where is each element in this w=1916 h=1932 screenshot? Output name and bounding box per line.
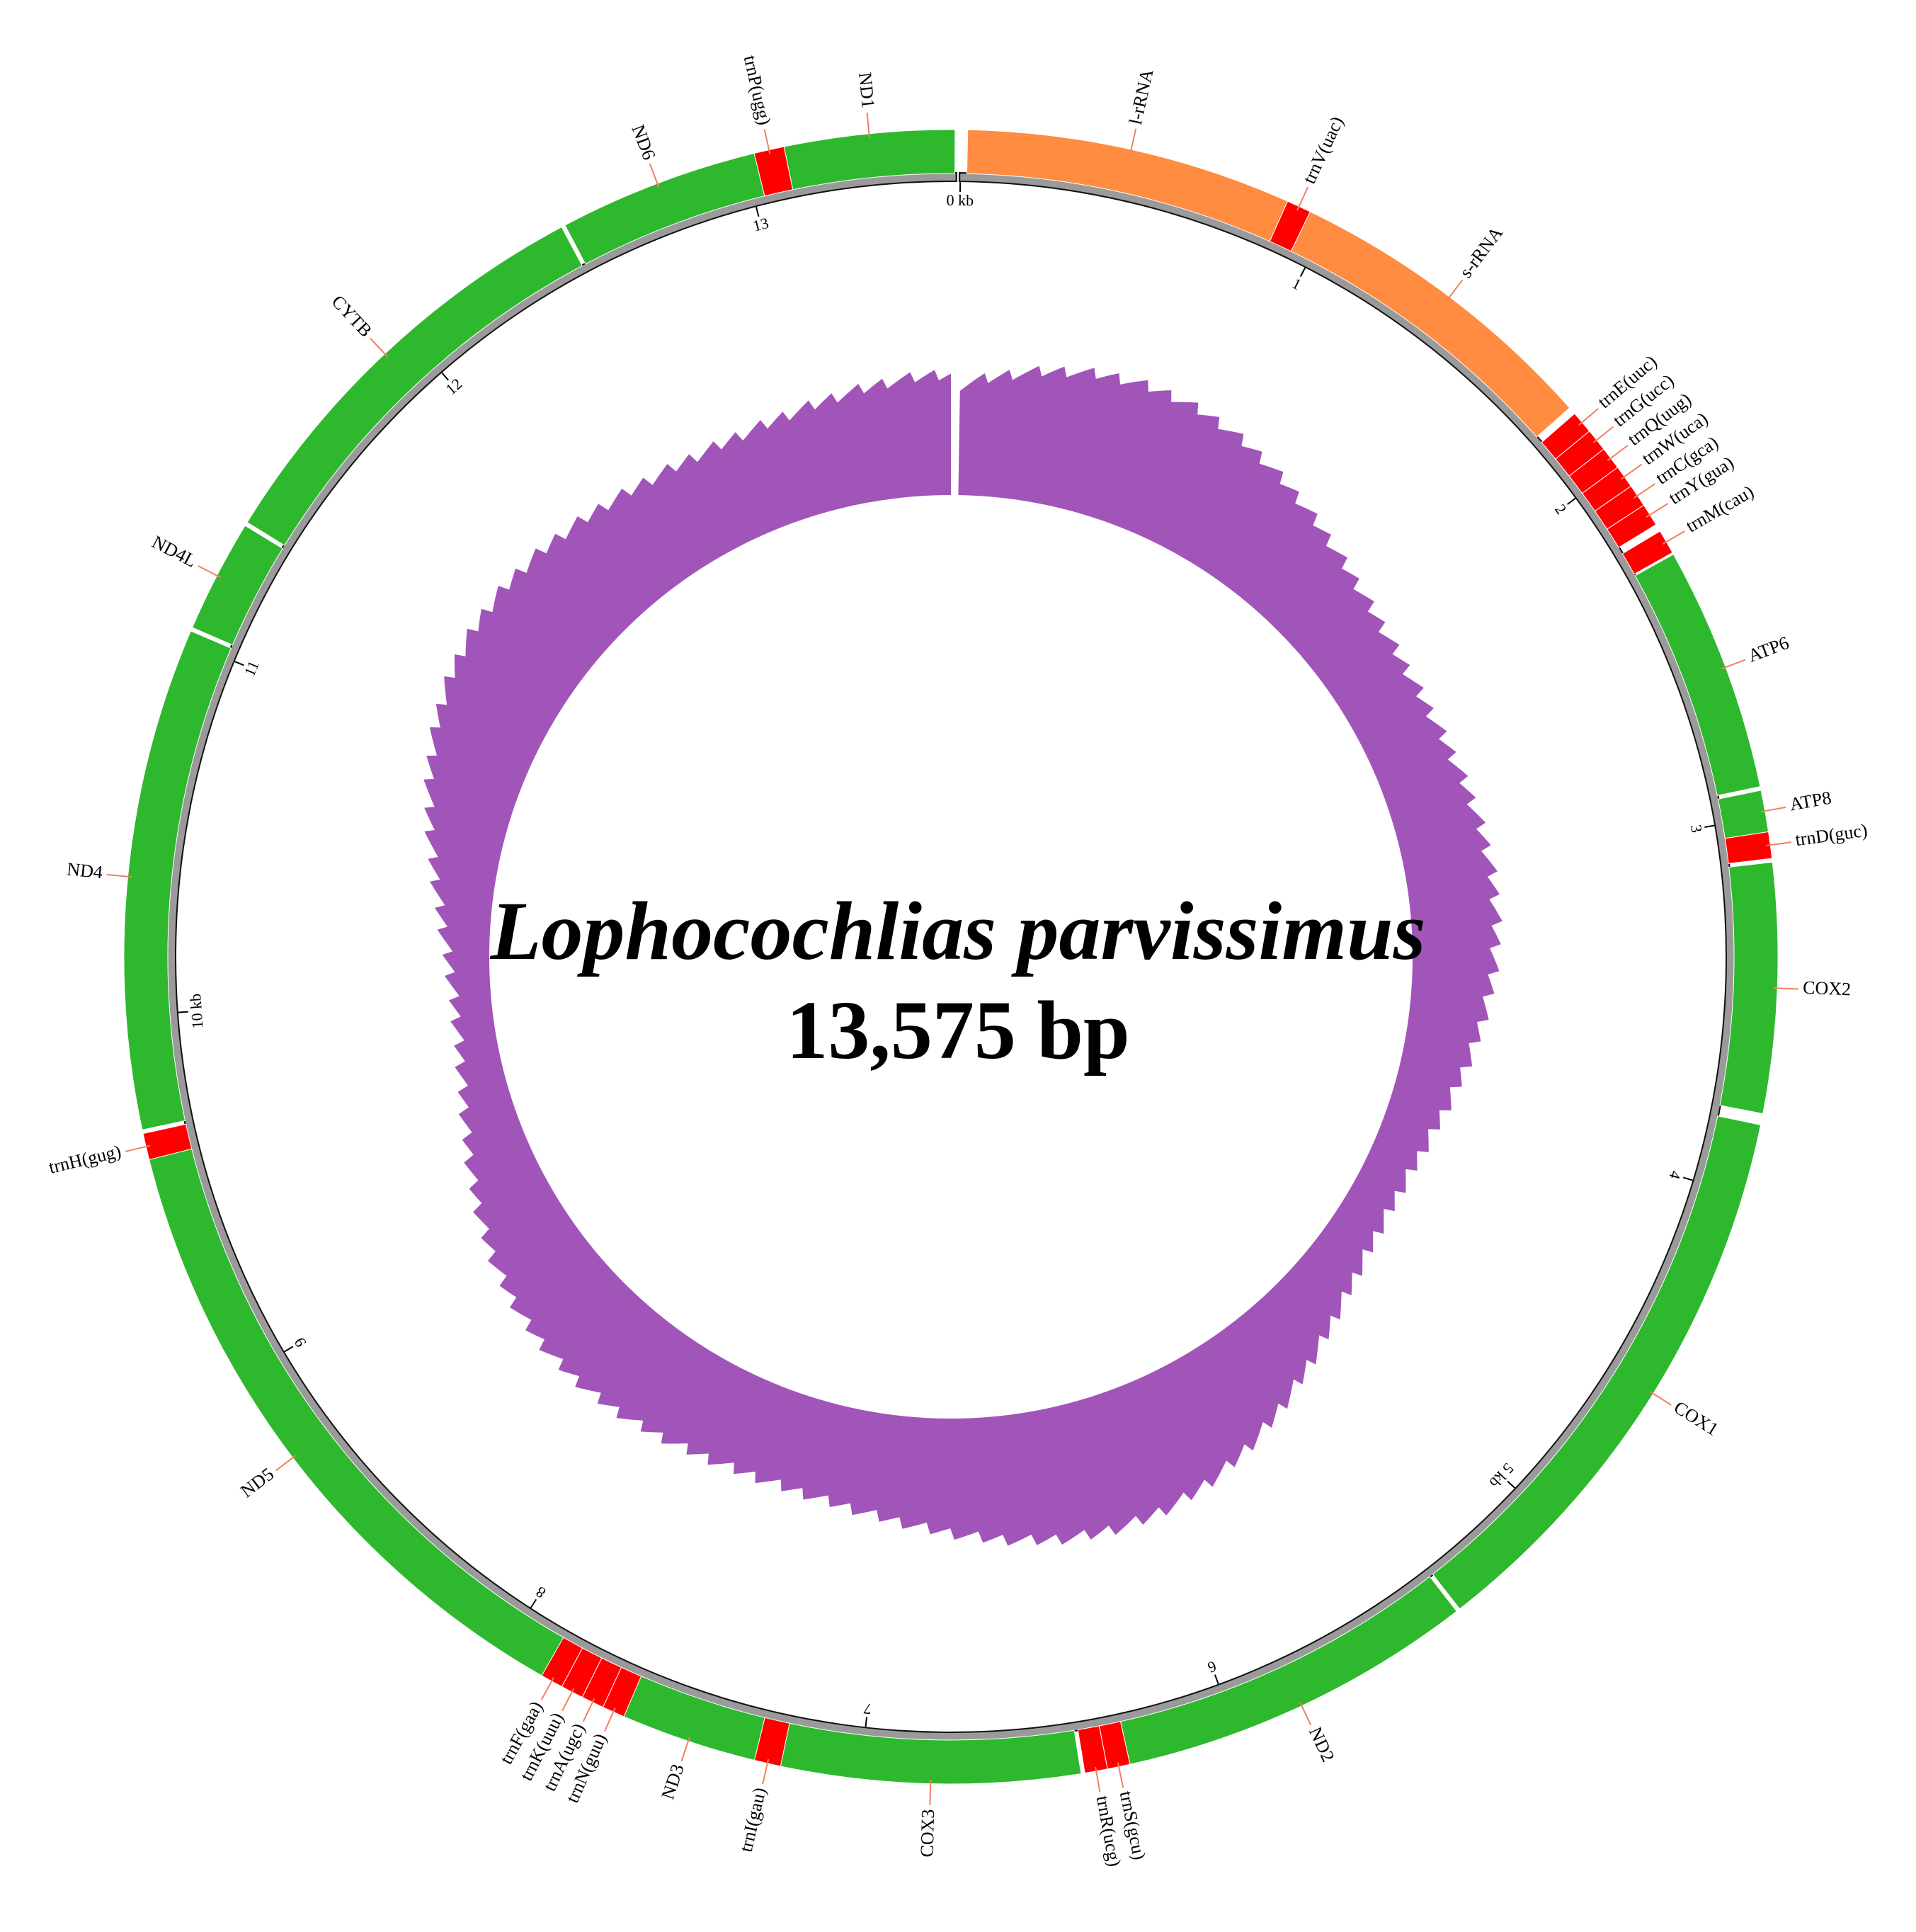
tick-label: 6 <box>1205 1657 1219 1676</box>
label-leader <box>275 1454 297 1472</box>
genome-size: 13,575 bp <box>786 984 1130 1076</box>
tick-label: 0 kb <box>946 191 974 209</box>
label-leader <box>1095 1766 1101 1792</box>
label-leader <box>540 1677 554 1700</box>
tick-label: 4 <box>1665 1169 1684 1181</box>
label-leader <box>1760 806 1786 813</box>
tick-mark <box>530 1598 537 1608</box>
label-leader <box>1620 463 1643 480</box>
label-leader <box>1646 503 1669 518</box>
feature-label: trnD(guc) <box>1794 820 1869 851</box>
label-leader <box>125 1144 151 1152</box>
label-leader <box>1773 987 1799 990</box>
feature-cox1 <box>1432 1115 1762 1610</box>
tick-mark <box>1704 824 1715 829</box>
tick-mark <box>234 661 244 666</box>
label-leader <box>1578 408 1599 426</box>
label-leader <box>1117 1762 1124 1788</box>
label-leader <box>370 338 389 358</box>
label-leader <box>1129 128 1137 154</box>
tick-label: 11 <box>241 658 263 678</box>
label-leader <box>1607 445 1629 462</box>
tick-label: 2 <box>1551 501 1570 518</box>
feature-trny-gua <box>1606 504 1657 548</box>
feature-nd4 <box>123 630 232 1130</box>
label-leader <box>1662 530 1685 545</box>
feature-label: COX3 <box>917 1809 939 1858</box>
feature-label: trnH(gug) <box>47 1141 123 1178</box>
label-leader <box>604 1707 616 1732</box>
tick-mark <box>178 1011 188 1013</box>
species-name: Lophocochlias parvissimus <box>490 885 1426 977</box>
feature-label: trnV(uac) <box>1299 113 1347 187</box>
title-block: Lophocochlias parvissimus 13,575 bp <box>0 882 1916 1080</box>
tick-mark <box>1567 497 1576 505</box>
feature-nd4l <box>191 525 283 646</box>
feature-trnr-ucg <box>1077 1725 1108 1774</box>
label-leader <box>1296 186 1309 211</box>
feature-label: s-rRNA <box>1455 222 1507 281</box>
tick-mark <box>1299 267 1306 277</box>
feature-label: ND6 <box>627 122 659 163</box>
tick-mark <box>865 1717 868 1727</box>
tick-mark <box>1214 1674 1219 1685</box>
feature-label: l-rRNA <box>1125 67 1158 127</box>
feature-trnm-cau <box>1621 530 1673 575</box>
label-leader <box>649 163 660 188</box>
label-leader <box>1299 1701 1312 1726</box>
label-leader <box>1592 426 1614 443</box>
tick-label: 1 <box>1289 274 1304 293</box>
label-leader <box>106 873 132 878</box>
tick-mark <box>441 372 450 381</box>
feature-atp8 <box>1717 790 1769 839</box>
tick-mark <box>755 206 760 217</box>
tick-label: 10 kb <box>186 993 206 1029</box>
label-leader <box>763 129 771 154</box>
feature-l-rrna <box>966 129 1289 242</box>
feature-label: ND1 <box>855 72 879 109</box>
feature-label: COX2 <box>1803 977 1852 1000</box>
feature-nd1 <box>783 129 956 191</box>
feature-trnd-guc <box>1724 831 1773 864</box>
tick-mark <box>1682 1176 1693 1181</box>
label-leader <box>1721 659 1746 670</box>
feature-cox2 <box>1719 861 1779 1115</box>
label-leader <box>680 1737 690 1762</box>
feature-label: ATP8 <box>1788 788 1832 815</box>
feature-label: CYTB <box>328 291 377 341</box>
label-leader <box>582 1698 595 1722</box>
tick-label: 7 <box>862 1700 872 1718</box>
feature-nd2 <box>1119 1576 1457 1765</box>
label-leader <box>1766 841 1792 846</box>
tick-mark <box>284 1346 294 1353</box>
label-leader <box>866 112 871 138</box>
label-leader <box>1633 483 1656 499</box>
feature-label: ND4L <box>149 531 200 571</box>
feature-s-rrna <box>1290 211 1570 438</box>
tick-mark <box>1507 1480 1516 1489</box>
feature-label: ND5 <box>236 1464 278 1502</box>
feature-label: ND4 <box>66 858 103 882</box>
feature-trnh-gug <box>142 1123 193 1161</box>
tick-label: 3 <box>1687 823 1706 834</box>
label-leader <box>198 565 222 579</box>
tick-label: 12 <box>442 375 465 398</box>
feature-label: ATP6 <box>1745 632 1792 666</box>
feature-label: trnP(ugg) <box>740 54 775 127</box>
feature-label: ND3 <box>657 1761 688 1802</box>
feature-cytb <box>246 226 583 546</box>
feature-label: trnI(gau) <box>736 1785 770 1854</box>
label-leader <box>762 1758 770 1785</box>
feature-track <box>123 129 1779 1785</box>
label-leader <box>561 1688 575 1712</box>
feature-label: ND2 <box>1305 1724 1339 1765</box>
feature-label: COX1 <box>1670 1397 1722 1439</box>
tick-label: 13 <box>751 214 771 235</box>
label-leader <box>1649 1390 1672 1406</box>
tick-label: 9 <box>290 1334 309 1350</box>
feature-atp6 <box>1634 554 1761 796</box>
label-leader <box>1446 279 1464 301</box>
tick-label: 8 <box>532 1583 549 1602</box>
